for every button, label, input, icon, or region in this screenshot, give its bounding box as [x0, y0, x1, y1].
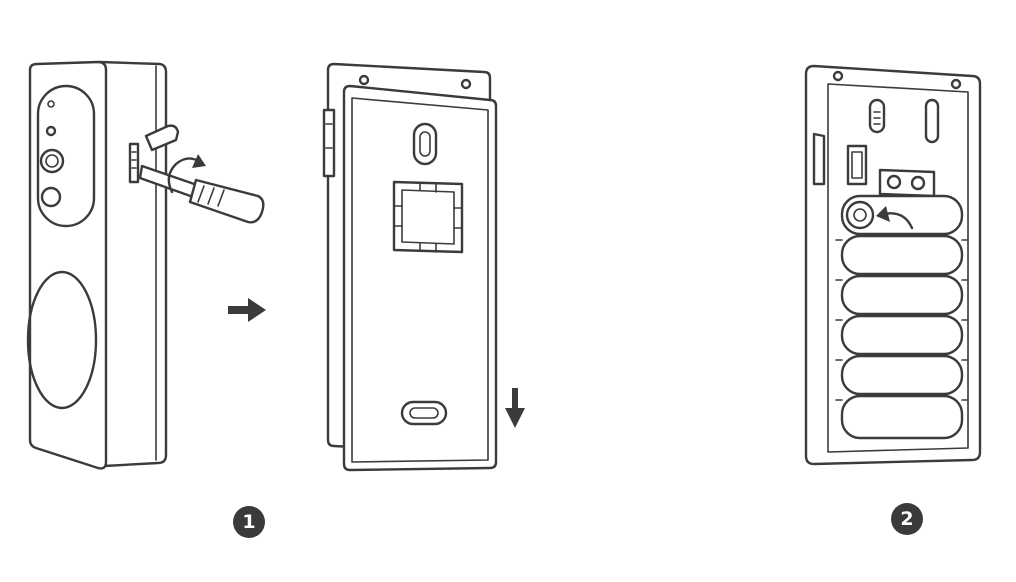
back-plate [322, 62, 498, 472]
battery-icon [840, 314, 964, 356]
screwdriver-icon [138, 124, 265, 224]
camera-lens [39, 148, 65, 174]
battery-icon [840, 234, 964, 276]
camera-panel [36, 84, 96, 228]
light-sensor [47, 100, 55, 108]
rotation-arrow-icon [167, 154, 206, 194]
battery-icon [840, 274, 964, 316]
battery-compartment [804, 64, 982, 466]
status-led [45, 125, 57, 137]
pir-sensor [40, 186, 62, 208]
rotation-arrow-icon [876, 206, 914, 230]
step-badge-1: 1 [233, 506, 265, 538]
bell-button [26, 270, 98, 410]
doorbell-front [26, 60, 168, 470]
arrow-down-icon [505, 388, 525, 428]
battery-icon [840, 394, 964, 440]
battery-icon [840, 354, 964, 396]
step-badge-2: 2 [891, 503, 923, 535]
arrow-right-icon [228, 298, 266, 322]
